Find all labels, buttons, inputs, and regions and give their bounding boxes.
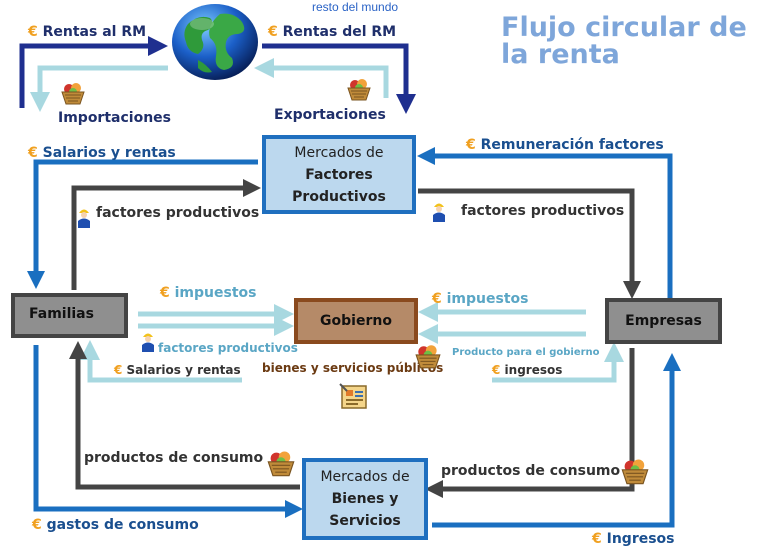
box-factores-line-1: Mercados de [294, 144, 384, 161]
label-ingresos-bottom: € Ingresos [592, 531, 675, 547]
label-impuestos-left: € impuestos [160, 285, 257, 301]
box-empresas-label: Empresas [625, 313, 702, 329]
box-bienes-line-1: Mercados de [320, 469, 410, 485]
flow-salarios-rentas [26, 159, 258, 289]
box-gobierno-label: Gobierno [320, 313, 392, 329]
page-title: Flujo circular de la renta [501, 14, 747, 68]
label-bienes-publicos: bienes y servicios públicos [262, 361, 444, 375]
label-importaciones: Importaciones [58, 110, 171, 126]
world-label: resto del mundo [312, 0, 399, 14]
label-factores-small: factores productivos [158, 341, 298, 355]
flow-exportaciones [254, 58, 389, 98]
flow-gastos-consumo [33, 345, 303, 519]
flow-consumo-from-empresas [425, 348, 635, 498]
box-mercados-factores: Mercados de Factores Productivos [262, 135, 416, 214]
basket-icon-importaciones [61, 83, 85, 105]
worker-icon-right [433, 203, 445, 222]
box-factores-line-3: Productivos [292, 188, 386, 205]
flow-factores-from-familias [71, 179, 261, 290]
document-icon [339, 383, 367, 409]
label-exportaciones: Exportaciones [274, 107, 386, 123]
label-rentas-al-rm: € Rentas al RM [28, 24, 147, 40]
label-producto-gobierno: Producto para el gobierno [452, 347, 600, 358]
flow-ingresos-gobierno [492, 342, 624, 383]
flow-ingresos-empresas [432, 353, 682, 528]
box-familias: Familias [11, 293, 128, 338]
box-empresas: Empresas [605, 298, 722, 344]
box-factores-line-2: Factores [305, 166, 373, 183]
title-line-2: la renta [501, 39, 620, 70]
label-salarios-small: € Salarios y rentas [114, 363, 241, 377]
flow-rentas-al-rm [19, 36, 168, 108]
flow-importaciones [30, 65, 168, 112]
label-factores-left: factores productivos [96, 205, 260, 221]
flow-factores-to-empresas [418, 188, 641, 299]
label-rentas-del-rm: € Rentas del RM [268, 24, 397, 40]
worker-icon-gobierno [142, 333, 154, 352]
label-remuneracion: € Remuneración factores [466, 137, 664, 153]
worker-icon-left [78, 209, 90, 228]
flow-salarios-gobierno [80, 340, 242, 383]
label-factores-right: factores productivos [461, 203, 625, 219]
label-gastos-consumo: € gastos de consumo [32, 517, 199, 533]
flow-remuneracion [417, 146, 673, 298]
globe-icon [172, 4, 258, 80]
box-gobierno: Gobierno [294, 298, 418, 344]
basket-icon-gobierno [415, 345, 441, 369]
basket-icon-consumo-right [621, 459, 649, 485]
basket-icon-consumo-left [267, 451, 295, 477]
box-mercados-bienes: Mercados de Bienes y Servicios [302, 458, 428, 540]
box-bienes-line-3: Servicios [329, 513, 401, 529]
label-salarios-rentas: € Salarios y rentas [28, 145, 176, 161]
label-consumo-right: productos de consumo [441, 463, 621, 479]
flow-consumo-to-familias [69, 341, 300, 490]
title-line-1: Flujo circular de [501, 12, 747, 43]
basket-icon-exportaciones [347, 79, 371, 101]
label-consumo-left: productos de consumo [84, 450, 264, 466]
label-ingresos-small: € ingresos [492, 363, 563, 377]
box-bienes-line-2: Bienes y [331, 491, 399, 507]
flow-rentas-del-rm [262, 43, 416, 114]
box-familias-label: Familias [29, 306, 94, 322]
label-impuestos-right: € impuestos [432, 291, 529, 307]
